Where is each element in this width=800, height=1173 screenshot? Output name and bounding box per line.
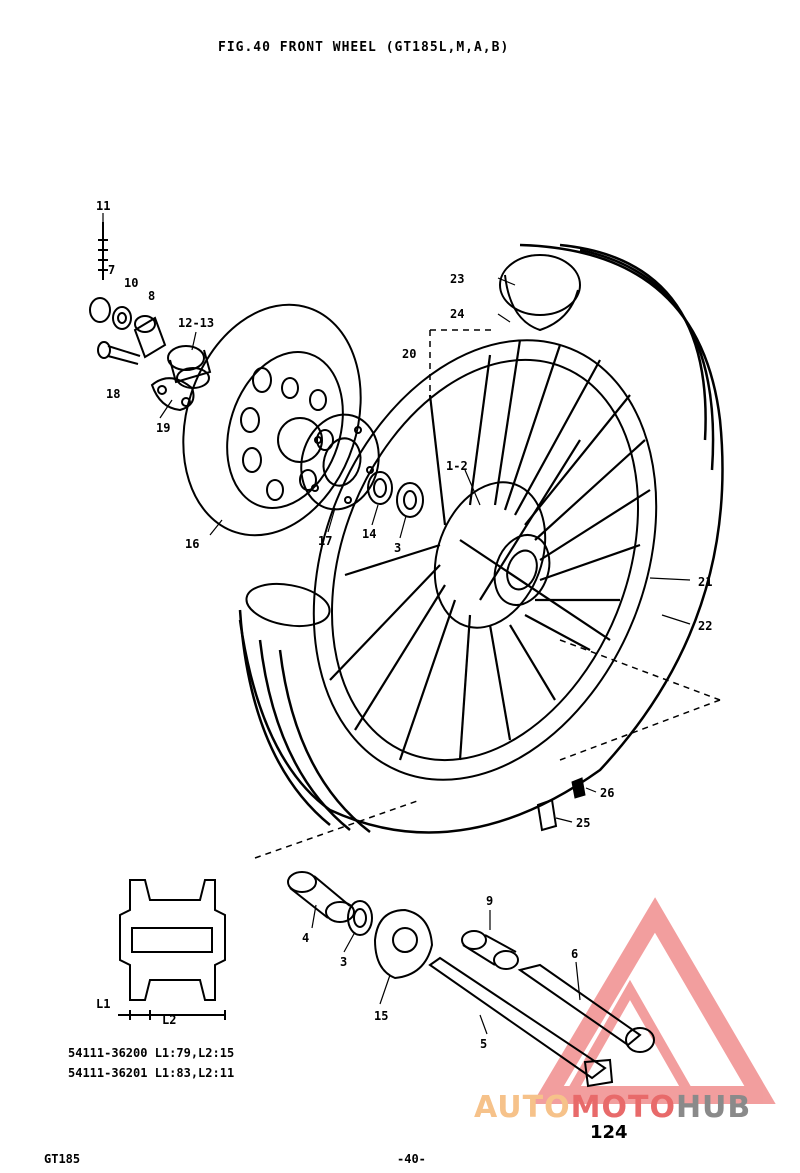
axle-bolt-6: [517, 963, 655, 1053]
callout-19: 19: [156, 421, 170, 435]
spec-line-1: 54111-36200 L1:79,L2:15: [68, 1046, 235, 1060]
callout-18: 18: [106, 387, 120, 401]
tire-section-lower: [245, 582, 331, 628]
leader-lines: [102, 213, 691, 1035]
watermark-part-hub: HUB: [675, 1090, 752, 1125]
watermark-part-moto: MOTO: [570, 1090, 676, 1125]
footer-model: GT185: [44, 1152, 81, 1166]
callout-23: 23: [450, 272, 464, 286]
callout-26: 26: [600, 786, 614, 800]
spokes-20: [329, 339, 651, 761]
callout-25: 25: [576, 816, 590, 830]
watermark-logo: [532, 897, 776, 1104]
callout-22: 22: [698, 619, 712, 633]
callout-16: 16: [185, 537, 199, 551]
watermark-text: AUTOMOTOHUB: [474, 1090, 751, 1125]
wheel-hub-1-2: [433, 481, 551, 629]
hub-cross-section: [118, 879, 226, 1020]
callout-5: 5: [480, 1037, 487, 1051]
bolt-11: [98, 222, 108, 280]
speedometer-gearbox-15: [373, 908, 434, 980]
callout-3-upper: 3: [394, 541, 401, 555]
footer-page-center: -40-: [397, 1152, 426, 1166]
callout-10: 10: [124, 276, 138, 290]
oil-seal-3-upper: [396, 482, 424, 518]
washer-nut-7-10: [89, 297, 132, 330]
callout-8: 8: [148, 289, 155, 303]
dimension-l1: L1: [96, 997, 110, 1011]
figure-title: FIG.40 FRONT WHEEL (GT185L,M,A,B): [218, 40, 510, 55]
callout-15: 15: [374, 1009, 388, 1023]
dimension-l2: L2: [162, 1013, 176, 1027]
callout-14: 14: [362, 527, 376, 541]
callout-21: 21: [698, 575, 712, 589]
spacer-8: [133, 315, 167, 359]
spacer-4: [287, 871, 355, 923]
oil-seal-3-lower: [347, 900, 373, 936]
valve-cap-26: [571, 777, 586, 799]
bearing-14: [367, 471, 393, 505]
tire-22: [238, 243, 724, 834]
collar-9: [461, 930, 519, 970]
callout-6: 6: [571, 947, 578, 961]
callout-17: 17: [318, 534, 332, 548]
guide-lines: [254, 329, 721, 859]
bolt-18: [97, 341, 141, 365]
wheel-rim-21: [312, 339, 658, 781]
tire-section-upper: [499, 254, 581, 332]
page-number: 124: [590, 1122, 628, 1143]
callout-11: 11: [96, 199, 110, 213]
callout-12-13: 12-13: [178, 316, 214, 330]
valve-25: [536, 798, 558, 832]
spec-line-2: 54111-36201 L1:83,L2:11: [68, 1066, 235, 1080]
clamp-19: [150, 377, 195, 412]
callout-24: 24: [450, 307, 464, 321]
callout-7: 7: [108, 263, 115, 277]
callout-3-lower: 3: [340, 955, 347, 969]
callout-4: 4: [302, 931, 309, 945]
watermark-part-auto: AUTO: [474, 1090, 571, 1125]
callout-1-2: 1-2: [446, 459, 468, 473]
callout-9: 9: [486, 894, 493, 908]
callout-20: 20: [402, 347, 416, 361]
front-axle-5: [428, 956, 614, 1088]
